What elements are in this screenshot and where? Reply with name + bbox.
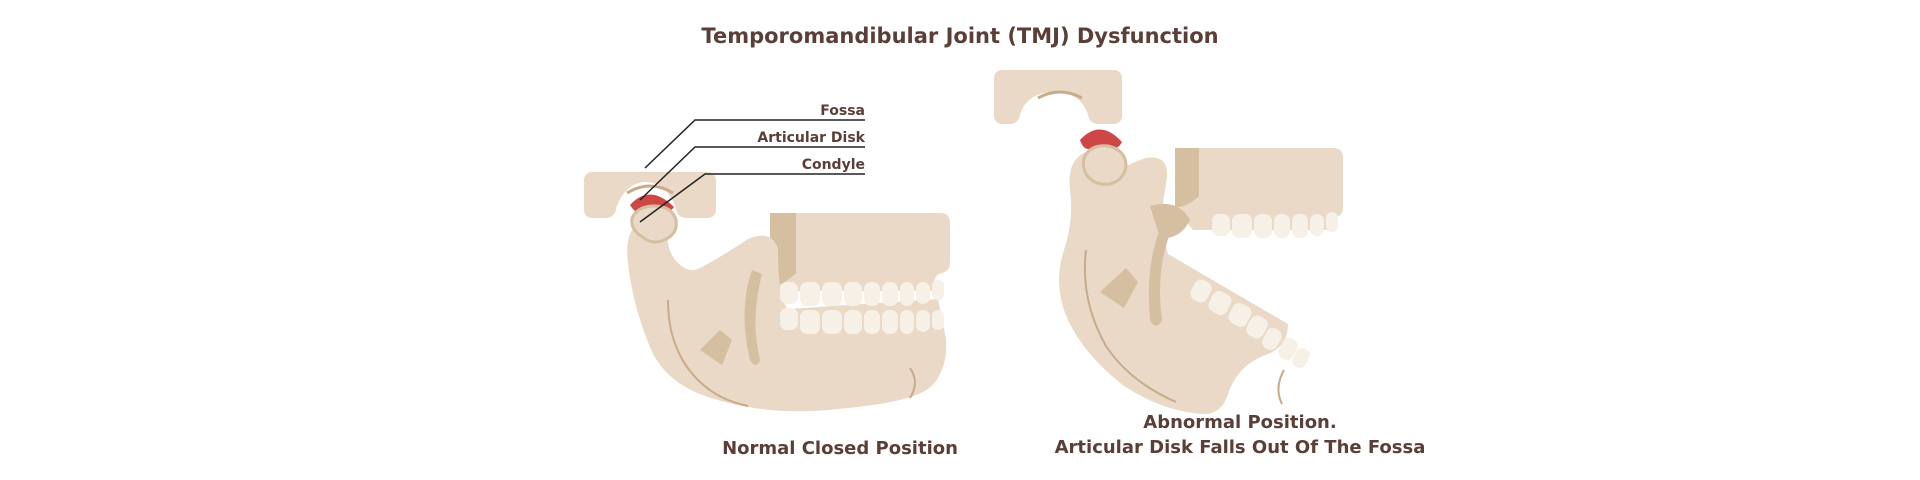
fossa-label: Fossa [820, 103, 865, 119]
abnormal-condyle [1081, 144, 1128, 186]
abnormal-maxilla [1175, 148, 1343, 230]
diagram-title: Temporomandibular Joint (TMJ) Dysfunctio… [701, 24, 1219, 48]
abnormal-jaw-line [1083, 249, 1177, 403]
normal-position-caption: Normal Closed Position [722, 438, 958, 459]
normal-fossa-rim [626, 184, 674, 195]
abnormal-caption-line2: Articular Disk Falls Out Of The Fossa [1054, 437, 1426, 458]
condyle-leader-line [639, 173, 865, 223]
abnormal-caption-line1: Abnormal Position. [1143, 412, 1337, 433]
fossa-leader-line [644, 119, 865, 169]
abnormal-coronoid [1150, 203, 1190, 239]
abnormal-fossa-rim [1037, 90, 1083, 100]
abnormal-articular-disk [1080, 129, 1122, 149]
abnormal-lower-teeth [1190, 279, 1310, 369]
normal-ramus-shadow [744, 270, 762, 365]
abnormal-temporal-bone [994, 70, 1122, 124]
abnormal-maxilla-shadow [1175, 148, 1199, 208]
abnormal-mandible [1059, 150, 1288, 414]
normal-ramus-notch [700, 330, 732, 365]
normal-upper-teeth [780, 280, 944, 306]
articular-disk-leader-line [639, 146, 865, 201]
normal-jaw-line [667, 299, 749, 407]
normal-lower-teeth [780, 308, 944, 334]
normal-maxilla [770, 213, 950, 291]
abnormal-jaw-illustration [994, 70, 1343, 414]
articular-disk-label: Articular Disk [757, 130, 865, 146]
normal-condyle [630, 204, 678, 244]
condyle-label: Condyle [802, 157, 865, 173]
normal-chin-line [909, 367, 916, 399]
abnormal-position-caption: Abnormal Position. Articular Disk Falls … [960, 410, 1520, 460]
abnormal-ramus-shadow [1148, 210, 1178, 326]
normal-jaw-illustration: Fossa Articular Disk Condyle [584, 103, 950, 412]
abnormal-chin-line [1277, 369, 1285, 405]
abnormal-ramus-notch [1100, 268, 1138, 308]
abnormal-upper-teeth [1212, 212, 1338, 238]
normal-temporal-bone [584, 172, 716, 218]
